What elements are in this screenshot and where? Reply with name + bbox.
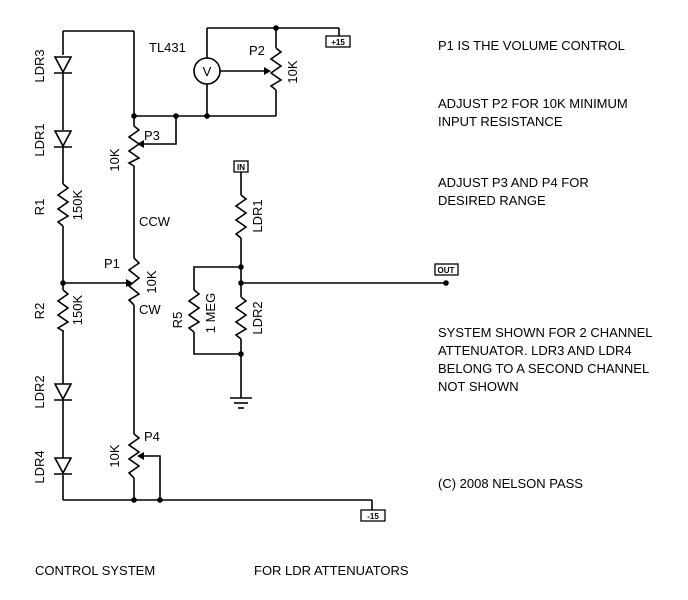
p4-wiper-wire: [144, 455, 161, 500]
label-p1-value: 10K: [144, 270, 159, 293]
label-p2-value: 10K: [285, 60, 300, 83]
label-p4: P4: [144, 429, 160, 444]
ldr1-resistor-right: [234, 194, 248, 239]
p1-wiper-arrow: [126, 279, 133, 287]
terminal-minus15-label: -15: [367, 512, 379, 521]
ground-symbol: [230, 397, 252, 409]
label-ldr2-right: LDR2: [250, 301, 265, 334]
label-r5-value: 1 MEG: [203, 293, 218, 333]
p2-potentiometer: [269, 47, 283, 91]
junction-p3-wiper: [173, 113, 179, 119]
out-terminal-dot: [443, 280, 449, 286]
ldr2-resistor-right: [234, 296, 248, 340]
note-volume-control: P1 IS THE VOLUME CONTROL: [438, 38, 625, 53]
label-ldr3: LDR3: [32, 49, 47, 82]
label-r1-value: 150K: [70, 189, 85, 220]
label-p3-value: 10K: [107, 148, 122, 171]
footer-title-right: FOR LDR ATTENUATORS: [254, 563, 409, 578]
label-r2-value: 150K: [70, 294, 85, 325]
note-adjust-p2-line1: ADJUST P2 FOR 10K MINIMUM: [438, 96, 628, 111]
terminal-minus15: -15: [360, 509, 386, 522]
label-tl431: TL431: [149, 40, 186, 55]
p1-potentiometer: [127, 257, 141, 306]
r5-top-wire: [193, 266, 241, 290]
terminal-in: IN: [233, 160, 249, 173]
ldr4-diode: [53, 457, 73, 475]
label-p1-ccw: CCW: [139, 214, 171, 229]
ldr1-diode-left: [53, 130, 73, 148]
copyright-notice: (C) 2008 NELSON PASS: [438, 476, 583, 491]
label-ldr4: LDR4: [32, 450, 47, 483]
label-p4-value: 10K: [107, 444, 122, 467]
note-adjust-p3-p4-line2: DESIRED RANGE: [438, 193, 546, 208]
label-r5: R5: [170, 312, 185, 329]
label-r1: R1: [32, 199, 47, 216]
label-p1-cw: CW: [139, 302, 161, 317]
p3-wiper-wire: [144, 116, 177, 145]
note-system-line3: BELONG TO A SECOND CHANNEL: [438, 361, 649, 376]
r1-resistor: [56, 183, 70, 227]
p3-potentiometer: [127, 125, 141, 167]
footer-title-left: CONTROL SYSTEM: [35, 563, 155, 578]
note-system-line1: SYSTEM SHOWN FOR 2 CHANNEL: [438, 325, 653, 340]
terminal-out-label: OUT: [438, 266, 455, 275]
r5-bottom-wire: [193, 332, 241, 355]
ldr3-diode: [53, 56, 73, 74]
label-p1: P1: [104, 256, 120, 271]
p4-potentiometer: [127, 433, 141, 479]
note-adjust-p3-p4-line1: ADJUST P3 AND P4 FOR: [438, 175, 589, 190]
label-p3: P3: [144, 128, 160, 143]
terminal-in-label: IN: [237, 163, 245, 172]
left-string-wires: [62, 30, 134, 501]
ldr2-diode-left: [53, 383, 73, 401]
label-ldr1-left: LDR1: [32, 123, 47, 156]
label-ldr2-left: LDR2: [32, 375, 47, 408]
note-system-line4: NOT SHOWN: [438, 379, 519, 394]
p4-wiper-arrow: [137, 452, 144, 460]
r2-resistor: [56, 289, 70, 332]
terminal-plus15: +15: [325, 35, 351, 48]
p3-wiper-arrow: [137, 140, 144, 148]
label-p2: P2: [249, 43, 265, 58]
label-r2: R2: [32, 303, 47, 320]
terminal-out: OUT: [434, 263, 459, 276]
r5-resistor: [187, 289, 201, 333]
terminal-plus15-label: +15: [331, 38, 345, 47]
note-adjust-p2-line2: INPUT RESISTANCE: [438, 114, 563, 129]
label-meter-v: V: [203, 64, 212, 79]
label-ldr1-right: LDR1: [250, 199, 265, 232]
note-system-line2: ATTENUATOR. LDR3 AND LDR4: [438, 343, 632, 358]
p2-wiper-arrow: [264, 67, 271, 75]
